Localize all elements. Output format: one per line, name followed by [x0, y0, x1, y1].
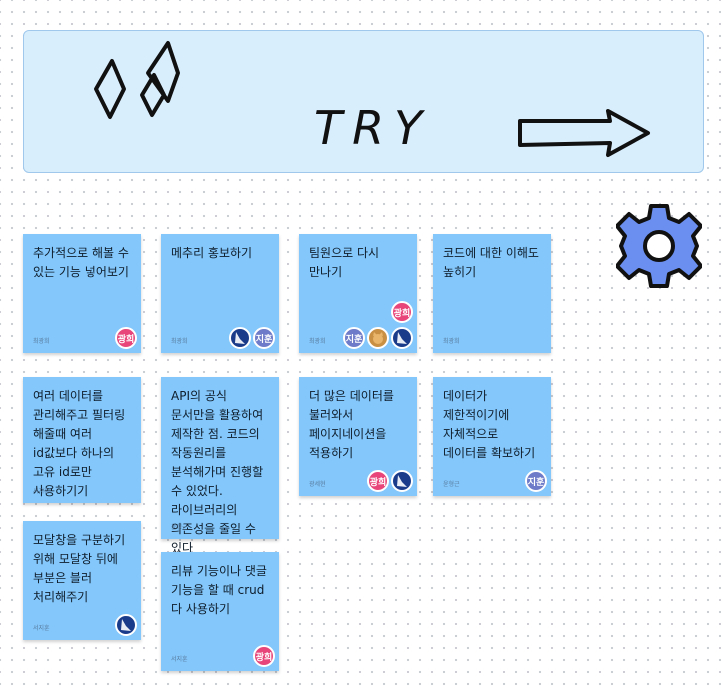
cat-avatar-icon [373, 332, 383, 344]
note-author: 최광희 [33, 338, 50, 345]
avatar[interactable] [115, 614, 137, 636]
sticky-note[interactable]: 여러 데이터를 관리해주고 필터링 해줄때 여러 id값보다 하나의 고유 id… [23, 377, 141, 503]
avatar[interactable]: 광희 [367, 470, 389, 492]
sticky-note[interactable]: 팀원으로 다시 만나기 최광희 광희 지훈 [299, 234, 417, 353]
sticky-note[interactable]: 데이터가 제한적이기에 자체적으로 데이터를 확보하기 윤형근 지훈 [433, 377, 551, 496]
sticky-note[interactable]: 모달창을 구분하기 위해 모달창 뒤에 부분은 블러 처리해주기 서지훈 [23, 521, 141, 640]
avatar-group: 광희 [367, 470, 413, 492]
avatar-photo-icon [121, 619, 131, 631]
gear-icon[interactable] [616, 200, 702, 292]
try-banner: TRY [23, 30, 704, 173]
avatar-group [115, 614, 137, 636]
note-author: 서지훈 [171, 656, 188, 663]
avatar-group: 지훈 [343, 327, 413, 349]
note-author: 최광희 [309, 338, 326, 345]
note-text: 추가적으로 해볼 수 있는 기능 넣어보기 [33, 246, 129, 279]
avatar[interactable] [229, 327, 251, 349]
sparkles-icon [94, 41, 180, 119]
note-text: 메추리 홍보하기 [171, 246, 253, 260]
sticky-note[interactable]: 코드에 대한 이해도 높히기 최광희 [433, 234, 551, 353]
note-author: 서지훈 [33, 625, 50, 632]
avatar[interactable]: 광희 [391, 301, 413, 323]
note-author: 광세현 [309, 481, 326, 488]
note-text: API의 공식 문서만을 활용하여 제작한 점. 코드의 작동원리를 분석해가며… [171, 389, 264, 555]
avatar-group: 지훈 [229, 327, 275, 349]
note-text: 여러 데이터를 관리해주고 필터링 해줄때 여러 id값보다 하나의 고유 id… [33, 389, 126, 498]
note-text: 리뷰 기능이나 댓글 기능을 할 때 crud 다 사용하기 [171, 564, 267, 616]
note-author: 윤형근 [171, 524, 188, 531]
avatar-photo-icon [235, 332, 245, 344]
sticky-note[interactable]: 추가적으로 해볼 수 있는 기능 넣어보기 최광희 광희 [23, 234, 141, 353]
arrow-right-icon [518, 109, 650, 157]
avatar[interactable]: 지훈 [343, 327, 365, 349]
sticky-note[interactable]: 리뷰 기능이나 댓글 기능을 할 때 crud 다 사용하기 서지훈 광희 [161, 552, 279, 671]
note-text: 코드에 대한 이해도 높히기 [443, 246, 539, 279]
sticky-note[interactable]: 메추리 홍보하기 최광희 지훈 [161, 234, 279, 353]
avatar[interactable]: 광희 [253, 645, 275, 667]
avatar-group: 광희 [253, 645, 275, 667]
avatar-group: 광희 [115, 327, 137, 349]
avatar[interactable] [391, 470, 413, 492]
note-author: 최광희 [171, 338, 188, 345]
note-text: 팀원으로 다시 만나기 [309, 246, 380, 279]
avatar[interactable]: 지훈 [253, 327, 275, 349]
avatar[interactable]: 광희 [115, 327, 137, 349]
avatar-photo-icon [397, 475, 407, 487]
avatar[interactable]: 지훈 [525, 470, 547, 492]
avatar[interactable] [367, 327, 389, 349]
banner-title: TRY [314, 101, 433, 155]
avatar-group: 지훈 [525, 470, 547, 492]
note-text: 더 많은 데이터를 불러와서 페이지네이션을 적용하기 [309, 389, 394, 460]
note-text: 데이터가 제한적이기에 자체적으로 데이터를 확보하기 [443, 389, 536, 460]
note-author: 서지훈 [33, 488, 50, 495]
note-text: 모달창을 구분하기 위해 모달창 뒤에 부분은 블러 처리해주기 [33, 533, 126, 604]
note-author: 최광희 [443, 338, 460, 345]
avatar-photo-icon [397, 332, 407, 344]
avatar[interactable] [391, 327, 413, 349]
sticky-note[interactable]: API의 공식 문서만을 활용하여 제작한 점. 코드의 작동원리를 분석해가며… [161, 377, 279, 555]
sticky-note[interactable]: 더 많은 데이터를 불러와서 페이지네이션을 적용하기 광세현 광희 [299, 377, 417, 496]
note-author: 윤형근 [443, 481, 460, 488]
